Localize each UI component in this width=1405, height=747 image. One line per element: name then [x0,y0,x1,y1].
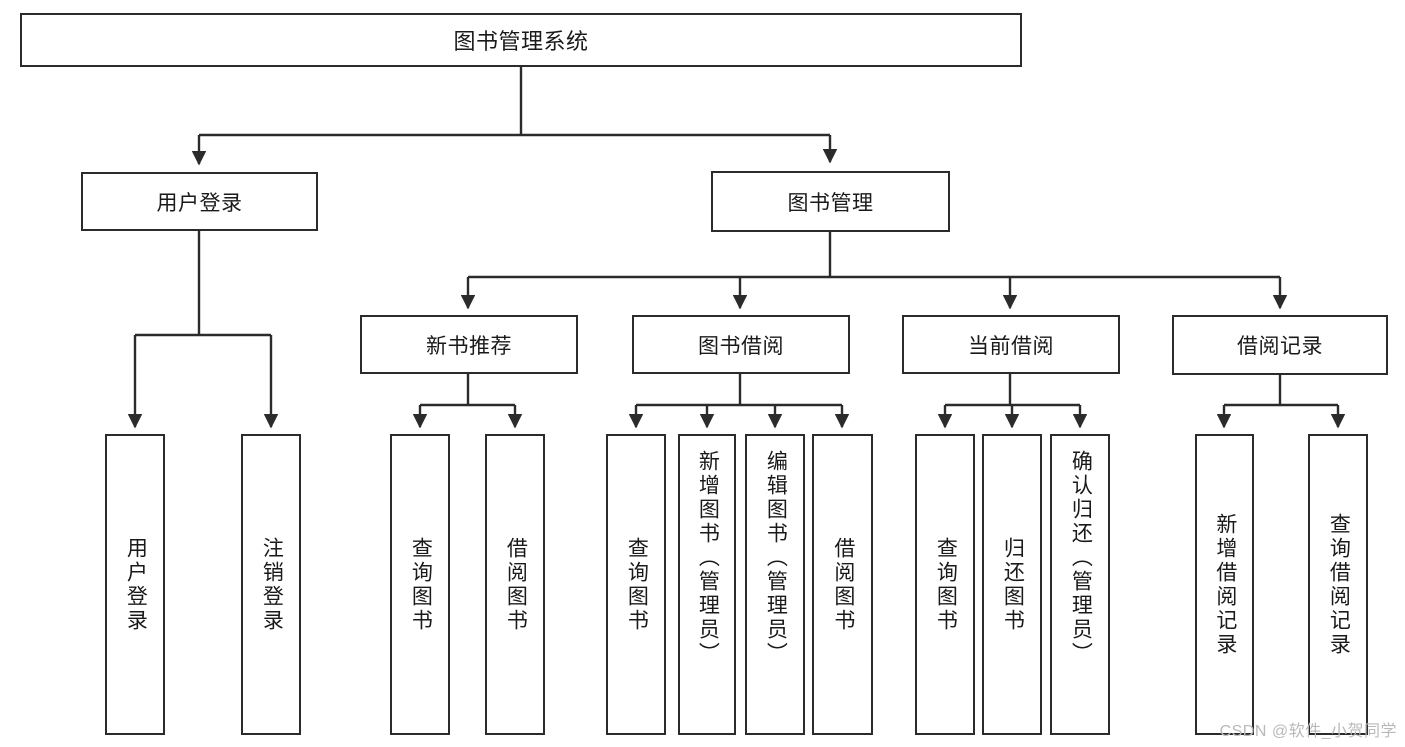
node-root-label: 图书管理系统 [453,29,589,54]
node-current-borrow-label: 当前借阅 [968,334,1054,358]
leaf-book-borrow-2[interactable]: 新增图书（管理员） [678,434,736,735]
node-book-borrow-label: 图书借阅 [698,334,784,358]
leaf-current-borrow-3-label: 确认归还（管理员） [1069,450,1093,666]
leaf-user-login-2-label: 注销登录 [260,536,284,633]
leaf-user-login-1-label: 用户登录 [124,536,148,633]
leaf-book-borrow-2-label: 新增图书（管理员） [696,450,720,666]
node-borrow-record[interactable]: 借阅记录 [1172,315,1388,375]
node-current-borrow[interactable]: 当前借阅 [902,315,1120,374]
leaf-borrow-record-1[interactable]: 新增借阅记录 [1195,434,1254,735]
node-root[interactable]: 图书管理系统 [20,13,1022,67]
leaf-user-login-1[interactable]: 用户登录 [105,434,165,735]
leaf-borrow-record-2-label: 查询借阅记录 [1327,512,1351,657]
leaf-book-borrow-3[interactable]: 编辑图书（管理员） [745,434,805,735]
node-book-borrow[interactable]: 图书借阅 [632,315,850,374]
leaf-current-borrow-2-label: 归还图书 [1001,536,1025,633]
leaf-book-borrow-4[interactable]: 借阅图书 [812,434,873,735]
node-new-book-recommend-label: 新书推荐 [426,334,512,358]
node-new-book-recommend[interactable]: 新书推荐 [360,315,578,374]
node-user-login[interactable]: 用户登录 [81,172,318,231]
watermark-text: CSDN @软件_小贺同学 [1219,723,1397,740]
leaf-current-borrow-3[interactable]: 确认归还（管理员） [1050,434,1110,735]
node-borrow-record-label: 借阅记录 [1237,335,1323,358]
leaf-new-book-2[interactable]: 借阅图书 [485,434,545,735]
leaf-borrow-record-2[interactable]: 查询借阅记录 [1308,434,1368,735]
leaf-book-borrow-4-label: 借阅图书 [831,536,855,633]
node-book-manage[interactable]: 图书管理 [711,171,950,232]
leaf-borrow-record-1-label: 新增借阅记录 [1213,512,1237,657]
leaf-book-borrow-3-label: 编辑图书（管理员） [764,450,788,666]
leaf-current-borrow-1-label: 查询图书 [934,536,958,633]
node-book-manage-label: 图书管理 [787,191,874,215]
leaf-user-login-2[interactable]: 注销登录 [241,434,301,735]
leaf-new-book-2-label: 借阅图书 [504,536,528,633]
leaf-book-borrow-1[interactable]: 查询图书 [606,434,666,735]
leaf-book-borrow-1-label: 查询图书 [625,536,649,633]
leaf-current-borrow-1[interactable]: 查询图书 [915,434,975,735]
leaf-new-book-1[interactable]: 查询图书 [390,434,450,735]
leaf-new-book-1-label: 查询图书 [409,536,433,633]
node-user-login-label: 用户登录 [156,191,243,215]
leaf-current-borrow-2[interactable]: 归还图书 [982,434,1042,735]
